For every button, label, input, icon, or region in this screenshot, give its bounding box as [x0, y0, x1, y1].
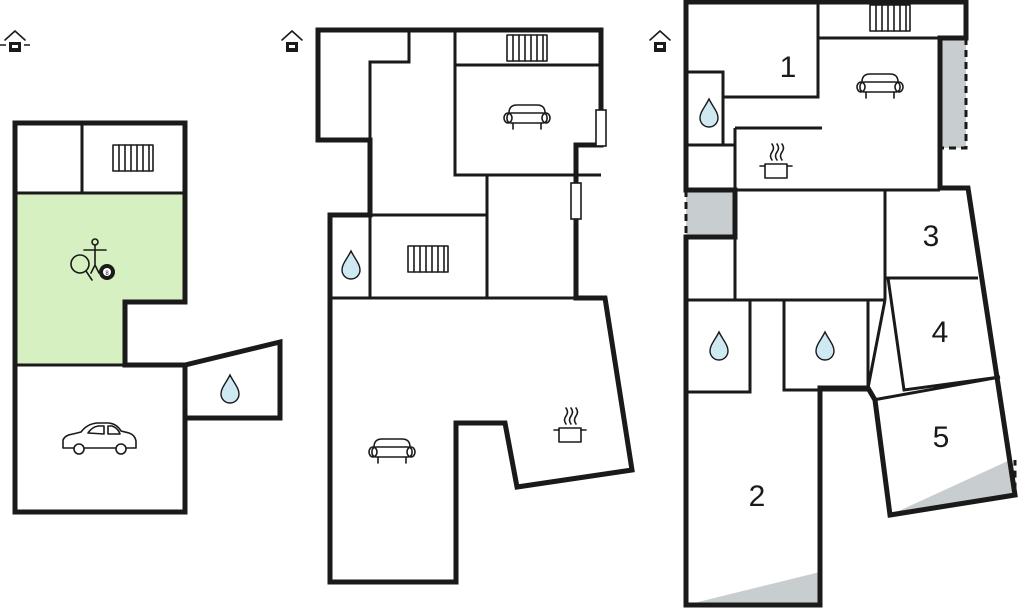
first-inner-walls: [330, 30, 601, 300]
terrace-area: [686, 572, 820, 605]
first-outer-wall: [315, 27, 635, 585]
cooking-pot-icon: [759, 143, 793, 179]
stairs-icon: [407, 245, 449, 273]
sofa-icon: [503, 104, 551, 130]
house-level-icon: [0, 30, 30, 53]
water-drop-icon: [220, 374, 240, 404]
ball-number: 8: [105, 271, 109, 277]
balcony-area: [940, 38, 966, 148]
house-level-icon: [281, 30, 303, 53]
foosball-icon: [83, 238, 107, 274]
stairs-icon: [869, 4, 911, 32]
sofa-icon: [856, 73, 904, 99]
second-inner-walls: [686, 2, 1001, 402]
bedroom-4-label: 4: [932, 316, 949, 349]
sofa-icon: [368, 438, 416, 464]
ground-inner-walls: [15, 123, 185, 367]
window-marker: [570, 182, 582, 220]
water-drop-icon: [709, 331, 729, 361]
balcony-area: [686, 190, 735, 237]
water-drop-icon: [341, 250, 361, 280]
cooking-pot-icon: [553, 407, 587, 443]
bedroom-3-label: 3: [923, 220, 940, 253]
billiard-ball-icon: 8: [99, 264, 115, 280]
car-icon: [62, 422, 137, 455]
ping-pong-icon: [70, 254, 93, 281]
bathroom-wall: [182, 338, 283, 421]
bedroom-1-label: 1: [780, 51, 797, 84]
water-drop-icon: [699, 98, 719, 128]
water-drop-icon: [815, 331, 835, 361]
games-room: [15, 193, 185, 365]
stairs-icon: [112, 144, 154, 172]
terrace-area: [890, 460, 1015, 515]
second-dashed-boundary: [684, 38, 1017, 607]
bedroom-2-label: 2: [749, 480, 766, 513]
ground-floor-plan: 8: [0, 30, 283, 515]
second-floor-plan: 1 2 3 4 5: [649, 0, 1018, 608]
house-level-icon: [649, 30, 671, 53]
bedroom-5-label: 5: [933, 421, 950, 454]
first-floor-plan: [281, 27, 635, 585]
stairs-icon: [506, 34, 548, 62]
window-marker: [595, 109, 607, 147]
